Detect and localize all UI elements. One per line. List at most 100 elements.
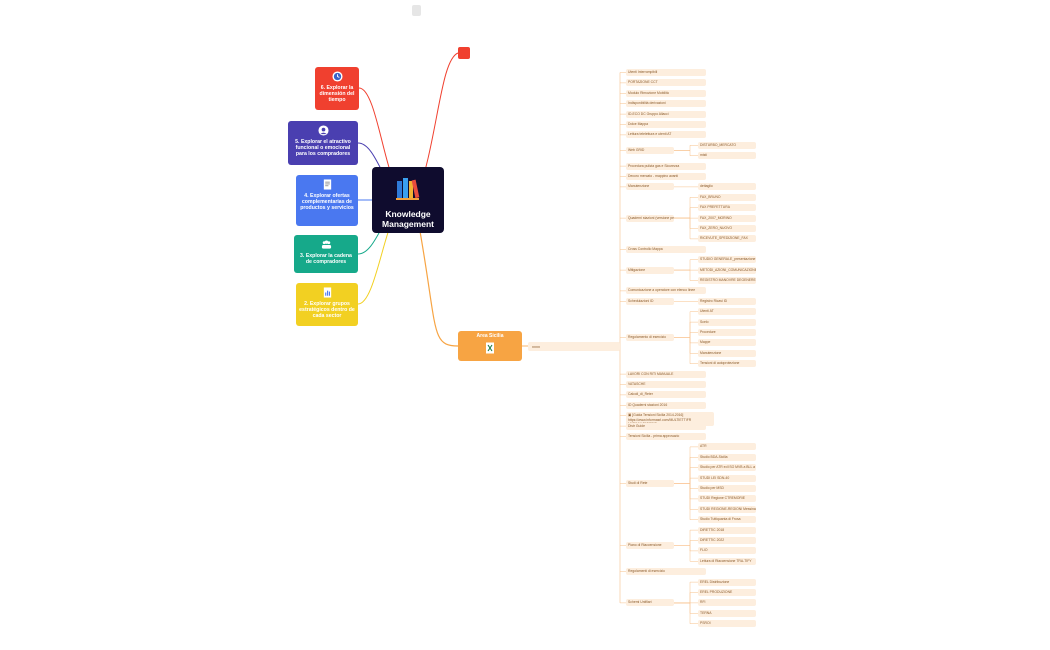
sub-item-node[interactable]: Manutenzione [698,349,756,357]
sub-item-node[interactable]: Mappe [698,339,756,347]
sub-item-node[interactable]: RICEVUTE_SPEDIZIONE_FAX [698,235,756,243]
sub-item-node[interactable]: misti [698,152,756,160]
connector-line [674,207,698,219]
area-sicilia-topic[interactable]: Area Sicilia [458,331,522,361]
sub-item-node[interactable]: EREL Distribuzione [698,578,756,586]
sub-item-node[interactable]: TERNA [698,609,756,617]
file-node[interactable]: xxxx [528,342,620,351]
item-node[interactable]: Distr Guide [626,422,706,430]
sub-item-node[interactable]: FAX_2007_MORINO [698,214,756,222]
sub-item-node[interactable]: EREL PRODUZIONE [698,589,756,596]
item-node[interactable]: Studi di Rete [626,479,674,487]
item-node[interactable]: Regolamenti di esercizio [626,568,706,576]
sub-item-node[interactable]: Registro Ricavi ID [698,297,756,305]
person-icon [317,125,329,136]
branch-buyer-chain[interactable]: 3. Explorar la cadena de compradores [294,235,358,273]
connector-line [674,592,698,604]
item-node[interactable]: Indisponibilità derivazioni [626,100,706,108]
connector-line [674,337,698,364]
item-node[interactable]: Lettura telelettura e utenti AT [626,131,706,139]
sub-item-node[interactable]: DIRETTIC 2018 [698,526,756,534]
connector-line [674,145,698,151]
sub-item-node[interactable]: REGISTRO MANOVRE DEGENERE [698,277,756,284]
sub-item-node[interactable]: DISTURBO_MERCATO [698,141,756,149]
connector-line [674,259,698,271]
sub-item-node[interactable]: FLIO [698,547,756,555]
sub-item-node[interactable]: Studio BDA-Sicilia [698,453,756,461]
item-node[interactable]: Schemi Unifilari [626,599,674,607]
item-node[interactable]: Web GRID [626,147,674,154]
item-node[interactable]: Utenti Interrompibili [626,69,706,76]
connector-line [674,483,698,520]
item-node[interactable]: Mitigazione [626,266,674,274]
sub-item-node[interactable]: Lettura di Riaccensione TRA-TIFY [698,557,756,565]
item-node[interactable]: Schedulazioni ID [626,297,674,305]
item-node[interactable]: Manutenzione [626,183,674,191]
connector-line [674,529,698,546]
item-node[interactable]: Calcoli_di_Reter [626,391,706,399]
sub-item-node[interactable]: STUDI REGIONE-REGIONI Messina-Frosa [698,505,756,513]
connector-line [674,217,698,240]
sub-item-node[interactable]: Procedure [698,329,756,336]
item-node[interactable]: ID Quaderni stazioni 2016 [626,401,706,409]
sub-item-node[interactable]: STUDIO GENERALE_presentazione [698,256,756,264]
item-node[interactable]: Piano di Riaccensione [626,542,674,550]
connector-line [674,540,698,546]
item-node[interactable]: Regolamento di esercizio [626,334,674,342]
excel-file-icon [486,342,494,354]
item-node[interactable]: ID-ECO DC Gruppo Allacci [626,110,706,118]
branch-complementary-offers[interactable]: 4. Explorar ofertas complementarias de p… [296,175,358,226]
connector-line [674,457,698,484]
connector-line [674,602,698,624]
item-node[interactable]: PORTAZIONE CCT [626,79,706,87]
sub-item-node[interactable]: dettaglio [698,183,756,191]
sub-item-node[interactable]: Studio per MSD [698,485,756,492]
item-node[interactable]: Modulo Rimozione Mobilità [626,89,706,97]
item-node[interactable]: Cross Controllo Mappa [626,245,706,253]
sub-item-node[interactable]: Studio Tuttiquanta di Frosa [698,516,756,524]
item-node[interactable]: Decoro mercato - mappino avanti [626,173,706,180]
branch-functional-appeal[interactable]: 5. Explorar el atractivo funcional o emo… [288,121,358,165]
branch-label: 2. Explorar grupos estratégicos dentro d… [299,301,355,319]
sub-item-node[interactable]: Scelo [698,318,756,326]
sub-item-node[interactable]: PSROI [698,620,756,628]
sub-item-node[interactable]: METODI_AZIONI_COMUNICAZIONE_TABELLE_STUD… [698,266,756,274]
sub-item-node[interactable]: STUDI Regione CTREMORIE [698,495,756,503]
sub-item-node[interactable]: DIRETTIC 2022 [698,537,756,544]
item-node[interactable]: Tensioni Sicilia - prima approvazio [626,433,706,440]
sub-item-node[interactable]: STUDI LEI SDN-40 [698,474,756,482]
connector-line [674,311,698,338]
area-label: Area Sicilia [476,333,504,339]
connector-line [674,269,698,281]
connector-line [674,446,698,484]
sub-item-node[interactable]: RFI [698,599,756,607]
item-node[interactable]: Procedura pulizia gas e Sicurezza [626,162,706,170]
sub-item-node[interactable]: ATR [698,443,756,451]
branch-time-dimension[interactable]: 6. Explorar la dimensión del tiempo [315,67,359,110]
branch-strategic-groups[interactable]: 2. Explorar grupos estratégicos dentro d… [296,283,358,326]
sub-item-node[interactable]: Tensioni di autoprotezione [698,360,756,368]
item-node[interactable]: Comunicazione a operatore con elenco lin… [626,287,706,295]
item-node[interactable]: VATASCHE [626,381,706,388]
toolbar-handle[interactable] [412,5,421,16]
connector-line [674,545,698,562]
sub-item-node[interactable]: Studio per ATR ed ISO MVB a BLL a ROO [698,464,756,472]
topic-red-square[interactable] [458,47,470,59]
connector-line [674,545,698,552]
connector-line [674,467,698,484]
item-node[interactable]: Quaderni stazioni (versione per Relazion… [626,214,674,222]
item-node[interactable]: Dolce Mappa [626,121,706,128]
sub-item-node[interactable]: FAX_ZERO_NUOVO [698,225,756,232]
branch-label: 4. Explorar ofertas complementarias de p… [300,193,354,211]
people-icon [321,240,331,249]
item-node[interactable]: LAVORI CON RITI MANUALE [626,370,706,378]
branch-label: 5. Explorar el atractivo funcional o emo… [295,139,351,157]
central-topic[interactable]: Knowledge Management [372,167,444,233]
sub-item-node[interactable]: FAX_BRUNO [698,193,756,201]
sub-item-node[interactable]: FAX PREFETTURA [698,204,756,212]
connector-line [674,483,698,500]
branch-label: 3. Explorar la cadena de compradores [300,253,352,265]
sub-item-node[interactable]: Utenti AT [698,308,756,316]
